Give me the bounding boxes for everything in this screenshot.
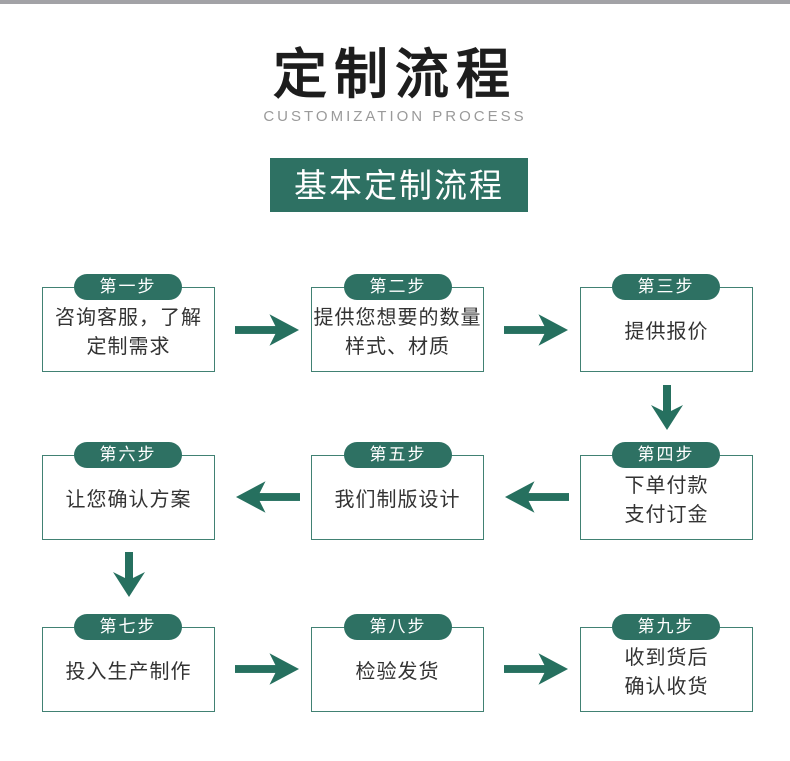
step-4-text: 下单付款 支付订金 bbox=[624, 474, 709, 526]
arrow-down-icon bbox=[650, 385, 684, 431]
step-9-badge: 第九步 bbox=[612, 614, 720, 640]
step-1-badge: 第一步 bbox=[74, 274, 182, 300]
step-2-text: 提供您想要的数量 样式、材质 bbox=[313, 306, 482, 358]
arrow-right-icon bbox=[235, 652, 300, 686]
step-3-badge: 第三步 bbox=[612, 274, 720, 300]
arrow-right-icon bbox=[235, 313, 300, 347]
arrow-left-icon bbox=[235, 480, 300, 514]
step-9-box: 收到货后 确认收货 bbox=[580, 627, 753, 712]
top-border bbox=[0, 0, 790, 4]
page-subtitle: CUSTOMIZATION PROCESS bbox=[263, 108, 527, 125]
step-7-text: 投入生产制作 bbox=[65, 661, 192, 683]
step-6-text: 让您确认方案 bbox=[65, 489, 192, 511]
page-title: 定制流程 bbox=[273, 45, 517, 105]
step-2-badge: 第二步 bbox=[344, 274, 452, 300]
step-5-badge: 第五步 bbox=[344, 442, 452, 468]
step-3-text: 提供报价 bbox=[624, 321, 709, 343]
step-8-text: 检验发货 bbox=[355, 661, 440, 683]
step-7-box: 投入生产制作 bbox=[42, 627, 215, 712]
step-7-badge: 第七步 bbox=[74, 614, 182, 640]
step-1-box: 咨询客服，了解 定制需求 bbox=[42, 287, 215, 372]
arrow-right-icon bbox=[504, 313, 569, 347]
step-1-text: 咨询客服，了解 定制需求 bbox=[55, 306, 202, 358]
step-4-badge: 第四步 bbox=[612, 442, 720, 468]
section-banner: 基本定制流程 bbox=[270, 158, 528, 212]
arrow-down-icon bbox=[112, 552, 146, 598]
step-3-box: 提供报价 bbox=[580, 287, 753, 372]
step-9-text: 收到货后 确认收货 bbox=[624, 646, 709, 698]
arrow-right-icon bbox=[504, 652, 569, 686]
step-8-box: 检验发货 bbox=[311, 627, 484, 712]
arrow-left-icon bbox=[504, 480, 569, 514]
step-8-badge: 第八步 bbox=[344, 614, 452, 640]
step-2-box: 提供您想要的数量 样式、材质 bbox=[311, 287, 484, 372]
step-6-badge: 第六步 bbox=[74, 442, 182, 468]
step-5-text: 我们制版设计 bbox=[334, 489, 461, 511]
step-4-box: 下单付款 支付订金 bbox=[580, 455, 753, 540]
